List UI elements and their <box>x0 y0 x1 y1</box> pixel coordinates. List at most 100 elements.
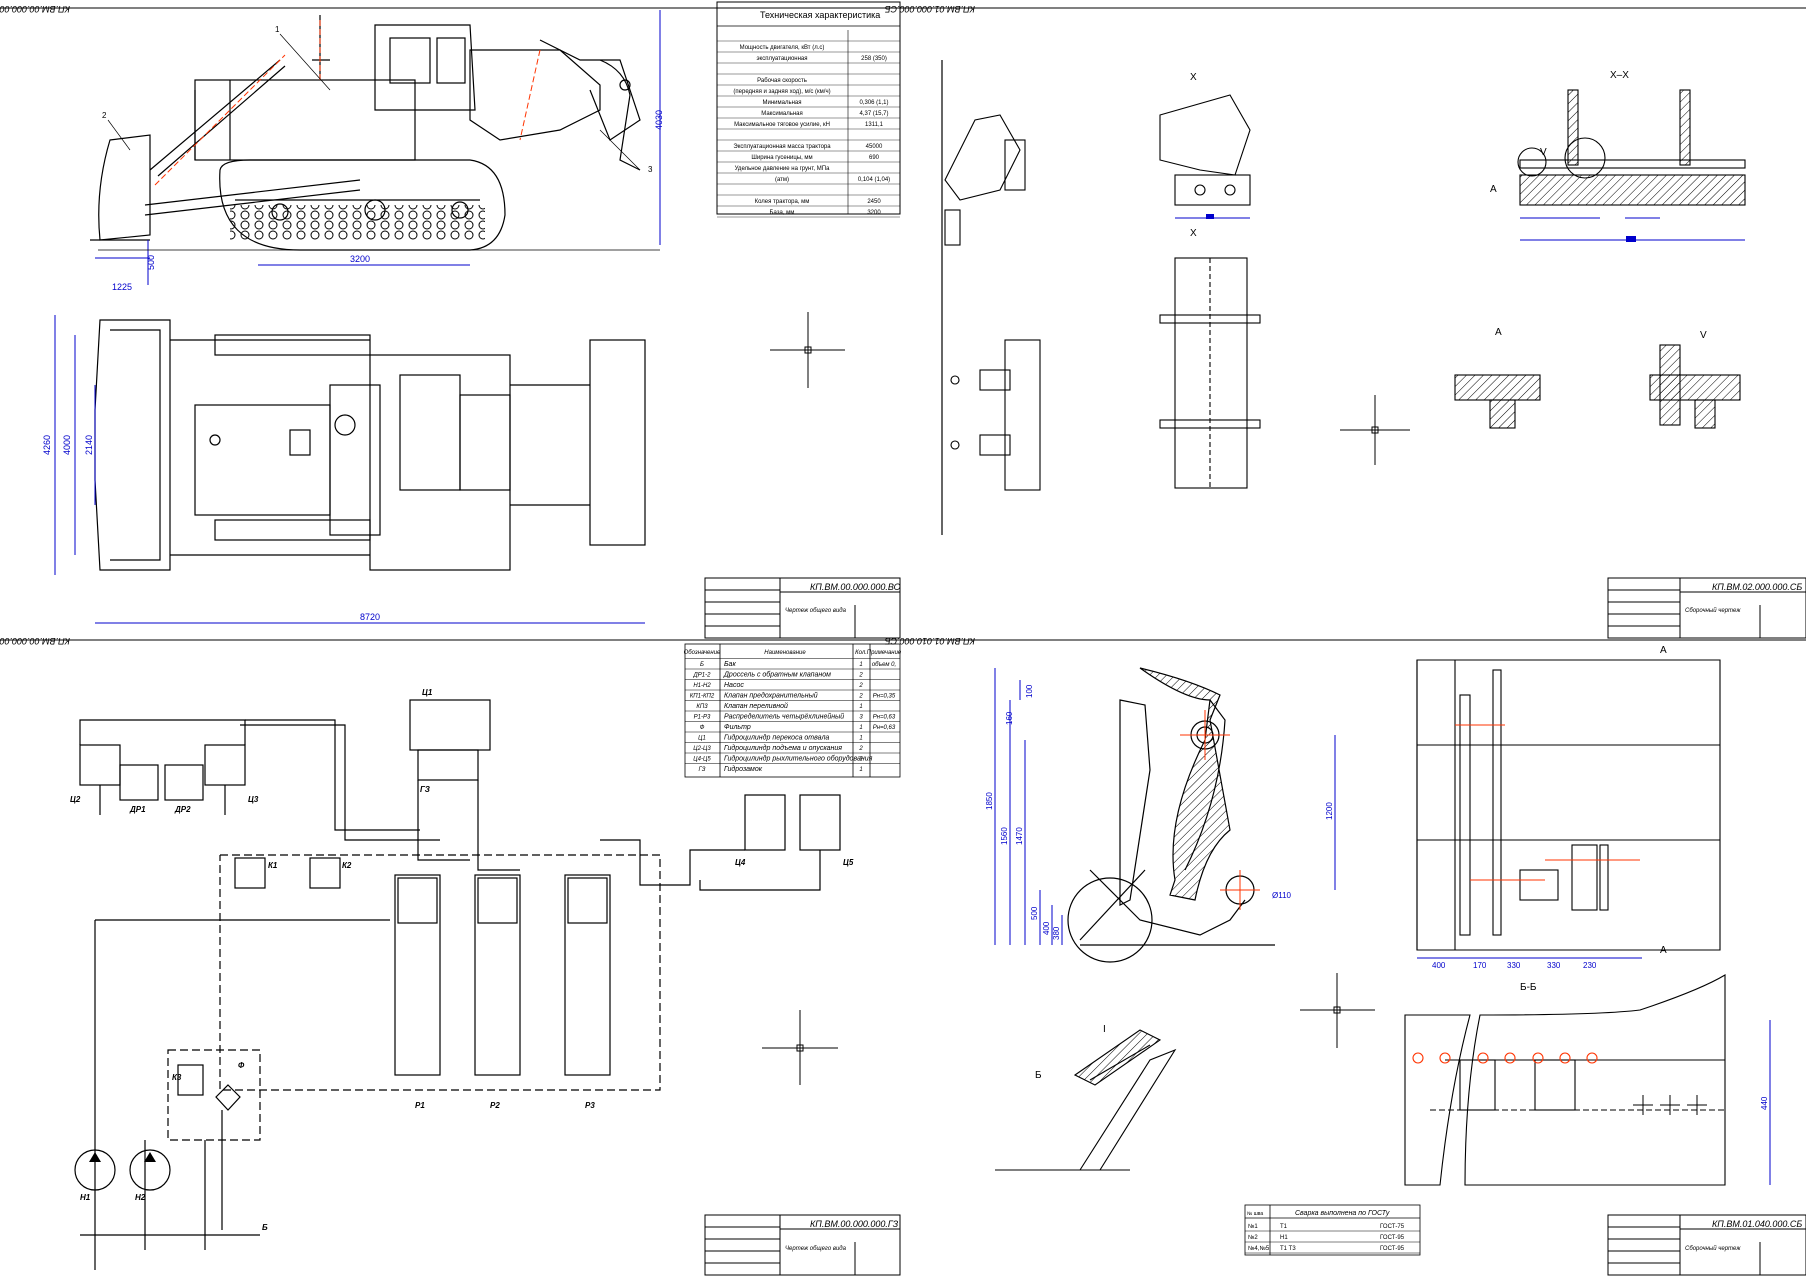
hyd-cell: 2 <box>858 694 863 700</box>
hyd-label-k3: К3 <box>172 1073 182 1082</box>
sheet-blade-assembly: КП.ВМ.01.010.000.СБ 1850 1560 <box>885 636 1806 1276</box>
callout-1: 1 <box>275 25 280 34</box>
sheet3-corner-stamp: КП.ВМ.00.000.000.ГЗ <box>0 636 70 646</box>
hyd-cell: Ф <box>700 725 705 731</box>
hydraulic-lines <box>74 699 841 1270</box>
details-a-v <box>1454 344 1741 429</box>
blade-section <box>1067 667 1275 963</box>
hyd-cell: Ц4-Ц5 <box>693 757 711 763</box>
specs-row-label: Эксплуатационная масса трактора <box>733 144 831 150</box>
hyd-cell: объем 0, <box>872 662 896 668</box>
hyd-label-f: Ф <box>238 1061 245 1070</box>
hyd-label-k2: К2 <box>342 861 352 870</box>
sheet3-subtitle: Чертеж общего вида <box>785 1246 847 1252</box>
hyd-label-n2: Н2 <box>135 1193 146 1202</box>
specs-row-label: База, мм <box>770 210 795 216</box>
hyd-header: Примечание <box>867 650 902 656</box>
hyd-cell: Р1-Р3 <box>694 715 711 721</box>
specs-row-label: эксплуатационная <box>757 56 808 62</box>
hyd-label-p3: Р3 <box>585 1101 595 1110</box>
bracket-detail <box>1159 94 1261 489</box>
side-dimensions <box>95 10 661 285</box>
hyd-cell: 1 <box>859 725 862 731</box>
dim-frame-1: 400 <box>1432 961 1446 970</box>
hyd-cell: Ц1 <box>698 736 706 742</box>
view-xx-label: Х–Х <box>1610 70 1629 81</box>
view-x-top: Х <box>1190 72 1197 83</box>
dim-blade-h4: 500 <box>1030 906 1039 920</box>
specs-row-value: 3200 <box>867 210 881 216</box>
specs-row-value: 2450 <box>867 199 881 205</box>
sheet2-subtitle: Сборочный чертеж <box>1685 607 1741 614</box>
hyd-cell: Pн=0,63 <box>873 725 896 731</box>
weld-gost: ГОСТ-75 <box>1380 1224 1405 1230</box>
blade-axis <box>1180 710 1260 910</box>
frame-mark-a-bottom: А <box>1660 945 1667 956</box>
hyd-label-gz: ГЗ <box>420 785 430 794</box>
bb-crosses <box>1633 1095 1707 1115</box>
sheet-general-view: КП.ВМ.00.000.000.ВО <box>0 1 901 639</box>
pump-arrows <box>89 1152 156 1162</box>
title-block-sheet1 <box>704 577 901 639</box>
mark-a: А <box>1490 184 1497 195</box>
hyd-label-p2: Р2 <box>490 1101 500 1110</box>
specs-row-label: Колея трактора, мм <box>755 199 810 205</box>
dim-plan-inner: 2140 <box>84 435 94 455</box>
hyd-label-k1: К1 <box>268 861 278 870</box>
hyd-cell: Фильтр <box>724 724 751 731</box>
section-xx <box>1517 89 1746 206</box>
specs-row-label: Мощность двигателя, кВт (л.с) <box>740 45 825 51</box>
section-bb <box>1404 974 1726 1186</box>
weld-sym: Н1 <box>1280 1235 1288 1241</box>
dozer-plan-view <box>94 319 646 571</box>
hyd-cell: Гидрозамок <box>724 765 763 773</box>
hyd-cell: Pн=0,63 <box>873 715 896 721</box>
sheet1-subtitle: Чертеж общего вида <box>785 608 847 614</box>
specs-row-value: 4,37 (15,7) <box>859 111 888 117</box>
specs-row-label: (передняя и задняя ход), м/с (км/ч) <box>733 89 830 95</box>
hydraulic-legend-table <box>684 643 901 778</box>
specs-row-label: Максимальное тяговое усилие, кН <box>734 122 830 128</box>
specs-row-value: 0,104 (1,04) <box>858 177 890 183</box>
hyd-label-b: Б <box>262 1223 268 1232</box>
plan-dimensions <box>54 315 645 624</box>
dim-blade-h8: 160 <box>1005 711 1014 725</box>
view-a-label: А <box>1495 327 1502 338</box>
sheet-track-assembly: КП.ВМ.01.000.000.СБ Х Х <box>885 4 1806 639</box>
sheet2-corner-stamp: КП.ВМ.01.000.000.СБ <box>885 4 975 14</box>
hyd-cell: Pн=0,35 <box>873 694 896 700</box>
hyd-cell: 3 <box>859 715 863 721</box>
weld-title: Сварка выполнена по ГОСТу <box>1295 1210 1390 1217</box>
hyd-label-dr1: ДР1 <box>129 805 146 814</box>
frame-mark-a-top: А <box>1660 645 1667 656</box>
sheet3-code: КП.ВМ.00.000.000.ГЗ <box>810 1219 899 1229</box>
dim-blade-h2: 1560 <box>1000 827 1009 845</box>
dozer-side-axes <box>154 20 541 186</box>
weld-gost: ГОСТ-95 <box>1380 1246 1405 1252</box>
title-block-sheet4 <box>1607 1214 1806 1276</box>
callout-3: 3 <box>648 165 653 174</box>
dim-blade-h1: 1850 <box>985 792 994 810</box>
dim-bb-height: 440 <box>1760 1096 1769 1110</box>
hyd-label-c4: Ц4 <box>735 858 746 867</box>
hyd-cell: 2 <box>858 746 863 752</box>
center-mark-4 <box>1300 973 1375 1048</box>
weld-sym: Т1 <box>1280 1224 1288 1230</box>
hyd-cell: 1 <box>859 767 862 773</box>
sheet2-code: КП.ВМ.02.000.000.СБ <box>1712 582 1802 592</box>
hyd-header: Обозначение <box>684 650 721 656</box>
hyd-cell: 2 <box>858 683 863 689</box>
dim-blade-h5: 400 <box>1042 921 1051 935</box>
center-mark-1 <box>770 312 845 388</box>
hyd-cell: Дроссель с обратным клапаном <box>723 671 831 679</box>
sheet-hydraulic-scheme: КП.ВМ.00.000.000.ГЗ <box>0 636 901 1276</box>
dim-plan-total: 4260 <box>42 435 52 455</box>
hyd-cell: 2 <box>858 673 863 679</box>
specs-row-value: 258 (350) <box>861 56 887 62</box>
hyd-cell: ДР1-2 <box>693 673 712 679</box>
specs-row-label: Удельное давление на грунт, МПа <box>735 166 830 172</box>
hyd-cell: Н1-Н2 <box>693 683 711 689</box>
